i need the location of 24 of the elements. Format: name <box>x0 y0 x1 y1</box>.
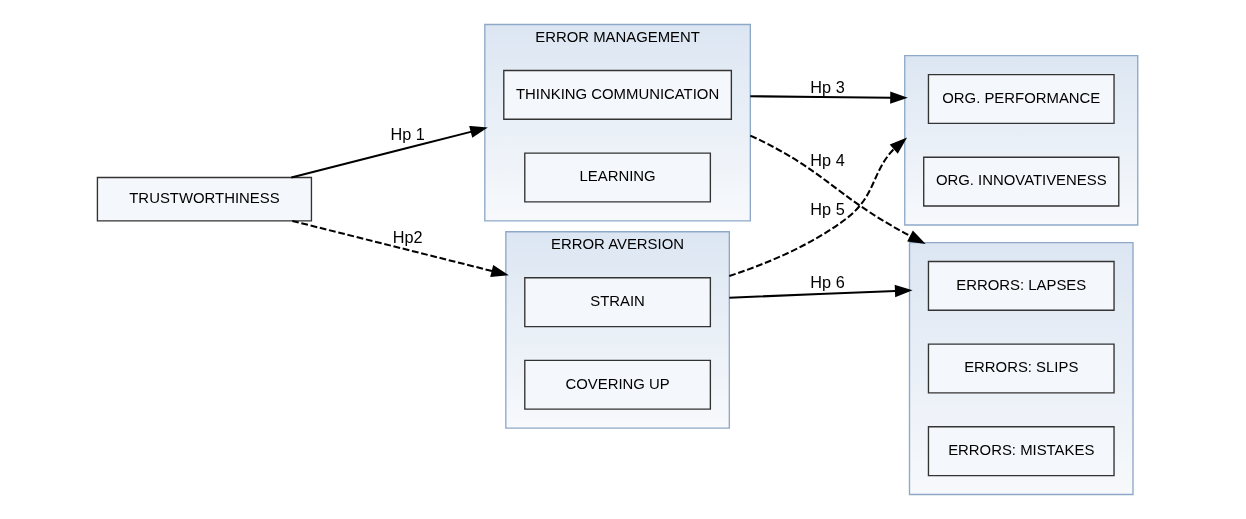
arrow <box>750 91 908 104</box>
node-box: ERRORS: SLIPS <box>927 343 1115 394</box>
arrow <box>729 137 908 277</box>
edge-label: Hp 1 <box>390 125 425 144</box>
node-box: STRAIN <box>524 277 712 328</box>
node-box: ORG. PERFORMANCE <box>927 73 1115 125</box>
node-box: ORG. INNOVATIVENESS <box>923 156 1120 207</box>
edge-label: Hp 6 <box>810 273 845 292</box>
arrow <box>749 134 926 244</box>
node-box: ERRORS: LAPSES <box>927 260 1115 311</box>
edge-label: Hp2 <box>392 228 423 247</box>
node-box: TRUSTWORTHINESS <box>96 176 313 222</box>
node-box: LEARNING <box>524 152 712 203</box>
arrow <box>729 284 913 299</box>
cluster <box>908 241 1134 496</box>
edge-label: Hp 4 <box>810 151 845 170</box>
node-box: COVERING UP <box>524 359 712 410</box>
arrow <box>291 125 488 179</box>
node-box: ERRORS: MISTAKES <box>927 426 1115 477</box>
cluster <box>904 54 1139 226</box>
edge-label: Hp 3 <box>810 78 845 97</box>
edge-label: Hp 5 <box>810 199 845 218</box>
node-box: THINKING COMMUNICATION <box>503 69 733 120</box>
arrow <box>292 219 509 277</box>
